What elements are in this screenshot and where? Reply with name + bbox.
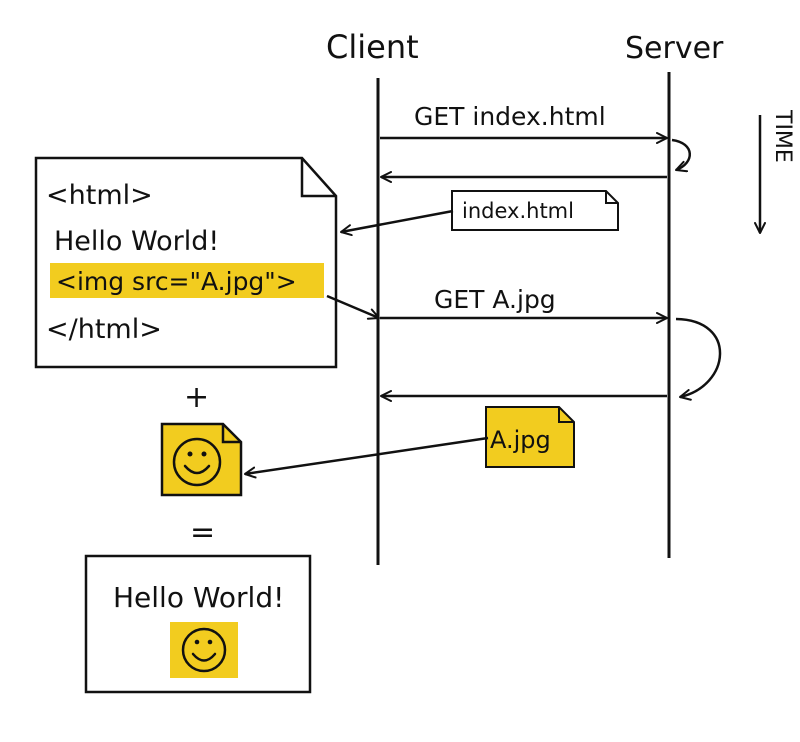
html-line-hello: Hello World! (54, 226, 219, 257)
server-label: Server (625, 31, 724, 66)
img-tag-trigger-arrow (326, 294, 380, 320)
rendered-image-block (170, 622, 238, 678)
server-processing-loop-1 (671, 138, 691, 173)
response-html-file-label: index.html (462, 199, 574, 223)
request-html-label: GET index.html (414, 102, 606, 131)
time-label: TIME (770, 109, 795, 163)
plus-sign: + (184, 380, 209, 415)
html-document: <html> Hello World! <img src="A.jpg"> </… (34, 156, 338, 369)
html-line-img-tag: <img src="A.jpg"> (56, 267, 297, 296)
response-image-file-label: A.jpg (490, 426, 551, 454)
equals-sign: = (190, 515, 215, 550)
request-image-label: GET A.jpg (434, 285, 556, 314)
response-html-file-tag: index.html (451, 190, 619, 231)
client-label: Client (326, 28, 419, 66)
response-image-file-tag: A.jpg (485, 406, 575, 468)
rendered-smiley-face-icon (181, 627, 227, 673)
smiley-face-icon (172, 437, 222, 487)
server-processing-loop-2 (675, 317, 722, 401)
rendered-page: Hello World! (84, 554, 312, 694)
html-line-open-tag: <html> (46, 180, 153, 211)
html-line-close-tag: </html> (46, 314, 162, 345)
image-delivery-arrow (244, 436, 489, 479)
image-file (160, 422, 243, 497)
img-tag-highlight (50, 263, 324, 298)
rendered-page-text: Hello World! (113, 581, 284, 614)
html-delivery-arrow (340, 209, 454, 237)
